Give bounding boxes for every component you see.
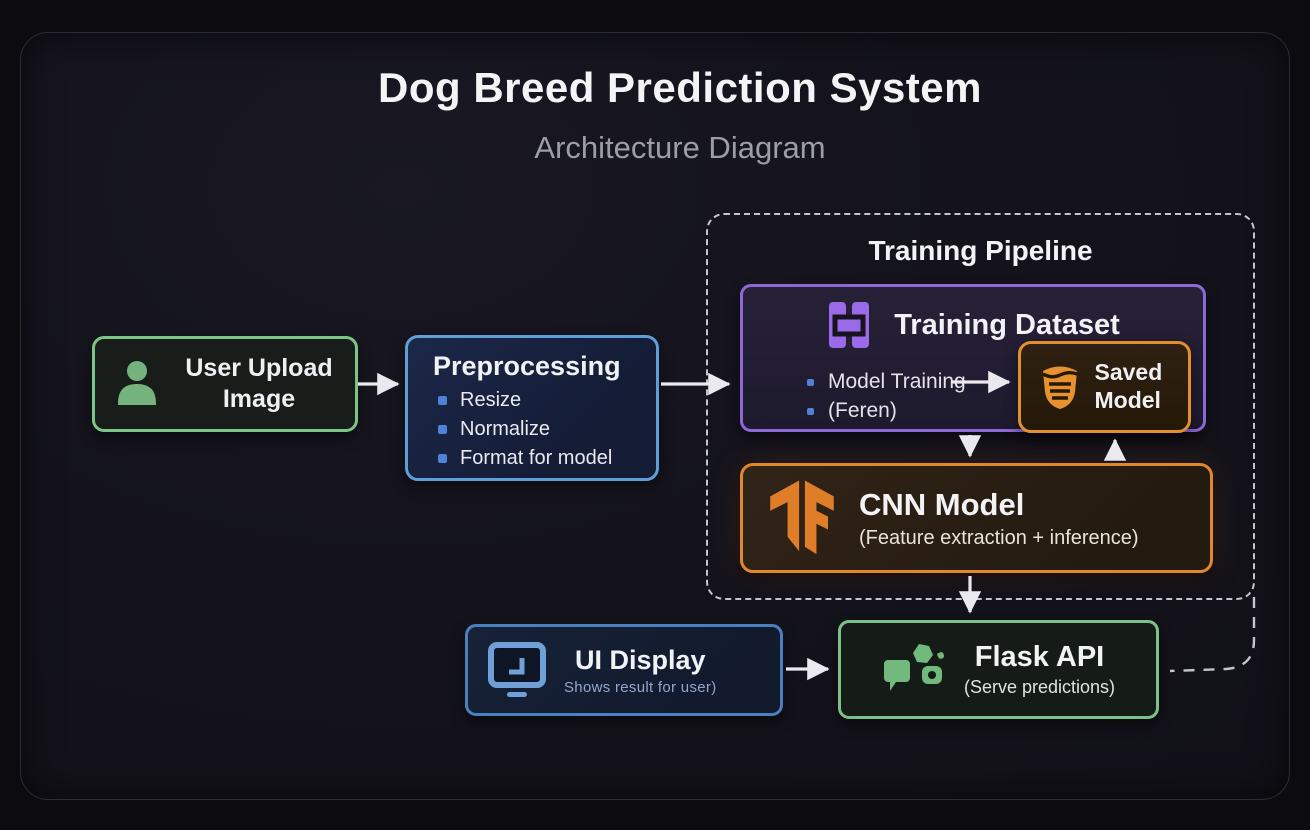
training-dataset-item: Model Training [807,370,966,394]
bullet-icon [438,396,447,405]
cnn-model-text: CNN Model (Feature extraction + inferenc… [859,487,1139,550]
node-ui-display: UI Display Shows result for user) [465,624,783,716]
user-upload-label: User Upload Image [185,353,333,413]
page-title: Dog Breed Prediction System [378,64,982,111]
page-subtitle: Architecture Diagram [534,130,826,165]
node-preprocessing: Preprocessing Resize Normalize Format fo… [405,335,659,481]
training-dataset-header: Training Dataset [743,300,1203,350]
cnn-model-subtitle: (Feature extraction + inference) [859,526,1139,549]
bullet-icon [807,407,814,415]
training-dataset-item-label: Model Training [828,370,966,393]
training-dataset-items: Model Training (Feren) [807,370,966,428]
node-user-upload: User Upload Image [92,336,358,432]
bullet-icon [438,425,447,434]
ui-display-text: UI Display Shows result for user) [564,645,716,696]
preprocessing-item: Normalize [438,418,656,441]
training-dataset-title: Training Dataset [894,308,1120,341]
node-saved-model: Saved Model [1018,341,1191,433]
preprocessing-title: Preprocessing [433,351,621,381]
node-cnn-model: CNN Model (Feature extraction + inferenc… [740,463,1213,573]
node-flask-api: Flask API (Serve predictions) [838,620,1159,719]
training-pipeline-label: Training Pipeline [868,235,1093,266]
ui-display-title: UI Display [574,644,706,675]
preprocessing-item-label: Normalize [460,418,551,440]
training-dataset-item-label: (Feren) [828,399,897,422]
tensorflow-icon [770,480,834,555]
preprocessing-item-label: Resize [460,389,522,411]
preprocessing-item: Resize [438,389,656,412]
monitor-icon [488,642,546,697]
dataset-icon [829,302,870,348]
bullet-icon [438,454,447,463]
flask-api-title: Flask API [974,641,1105,673]
saved-model-label: Saved Model [1094,359,1163,413]
cnn-model-title: CNN Model [859,486,1025,522]
ui-display-subtitle: Shows result for user) [564,678,717,696]
user-icon [118,361,156,405]
preprocessing-item: Format for model [438,447,656,470]
flask-api-icon [883,643,944,691]
flask-api-subtitle: (Serve predictions) [963,677,1116,697]
training-dataset-item: (Feren) [807,399,966,423]
bullet-icon [807,378,814,386]
flask-api-text: Flask API (Serve predictions) [964,641,1115,698]
preprocessing-item-label: Format for model [460,447,613,469]
saved-model-shield-icon [1041,366,1078,409]
